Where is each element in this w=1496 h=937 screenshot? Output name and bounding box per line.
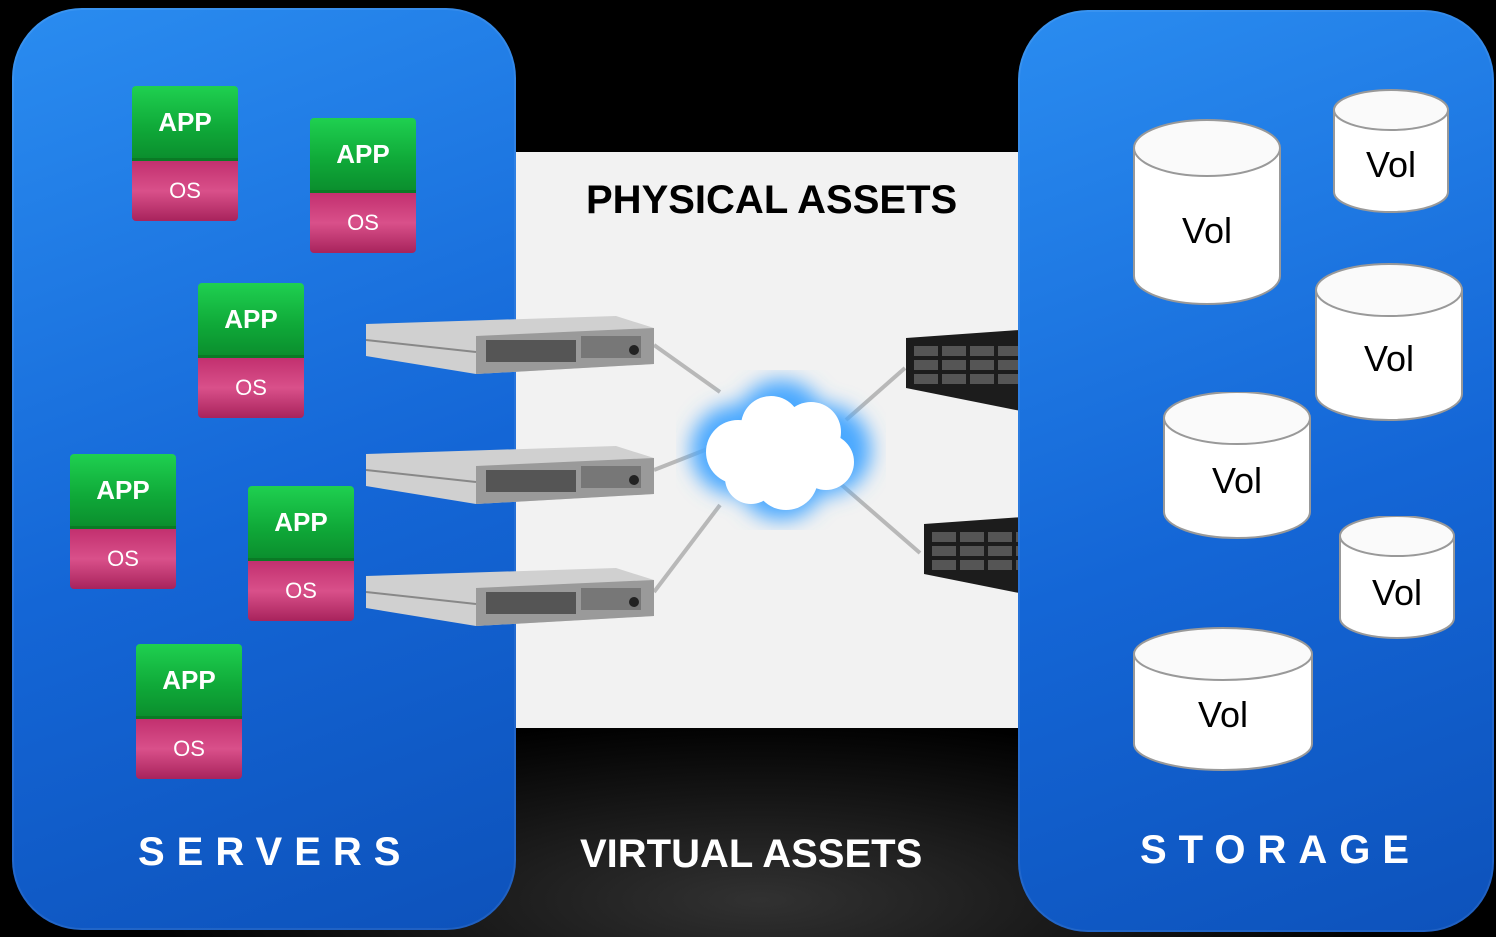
app-block: APP — [310, 118, 416, 193]
app-os-stack: APP OS — [70, 454, 176, 589]
app-os-stack: APP OS — [136, 644, 242, 779]
storage-title: STORAGE — [1140, 828, 1422, 872]
app-block: APP — [198, 283, 304, 358]
app-block: APP — [132, 86, 238, 161]
rack-server-icon — [365, 316, 656, 379]
app-block: APP — [248, 486, 354, 561]
servers-title: SERVERS — [138, 830, 413, 874]
volume-label: Vol — [1371, 572, 1423, 613]
os-block: OS — [248, 561, 354, 621]
os-block: OS — [132, 161, 238, 221]
volume-label: Vol — [1211, 460, 1263, 501]
link-line — [652, 503, 722, 594]
volume-cylinder-icon: Vol — [1162, 392, 1312, 540]
volume-cylinder-icon: Vol — [1132, 626, 1314, 772]
app-os-stack: APP OS — [310, 118, 416, 253]
network-cloud-icon — [676, 370, 886, 530]
volume-label: Vol — [1181, 210, 1233, 251]
volume-cylinder-icon: Vol — [1314, 262, 1464, 422]
link-line — [834, 478, 922, 555]
os-block: OS — [198, 358, 304, 418]
volume-label: Vol — [1363, 338, 1415, 379]
link-line — [844, 366, 907, 422]
app-os-stack: APP OS — [248, 486, 354, 621]
os-block: OS — [136, 719, 242, 779]
volume-label: Vol — [1365, 144, 1417, 185]
physical-assets-title: PHYSICAL ASSETS — [586, 178, 958, 222]
volume-cylinder-icon: Vol — [1132, 118, 1282, 306]
app-block: APP — [136, 644, 242, 719]
app-os-stack: APP OS — [132, 86, 238, 221]
app-os-stack: APP OS — [198, 283, 304, 418]
virtual-assets-title: VIRTUAL ASSETS — [580, 832, 923, 876]
link-line — [652, 343, 722, 394]
volume-label: Vol — [1197, 694, 1249, 735]
os-block: OS — [310, 193, 416, 253]
app-block: APP — [70, 454, 176, 529]
os-block: OS — [70, 529, 176, 589]
rack-server-icon — [365, 446, 656, 509]
rack-server-icon — [365, 568, 656, 631]
volume-cylinder-icon: Vol — [1338, 516, 1456, 640]
volume-cylinder-icon: Vol — [1332, 88, 1450, 216]
